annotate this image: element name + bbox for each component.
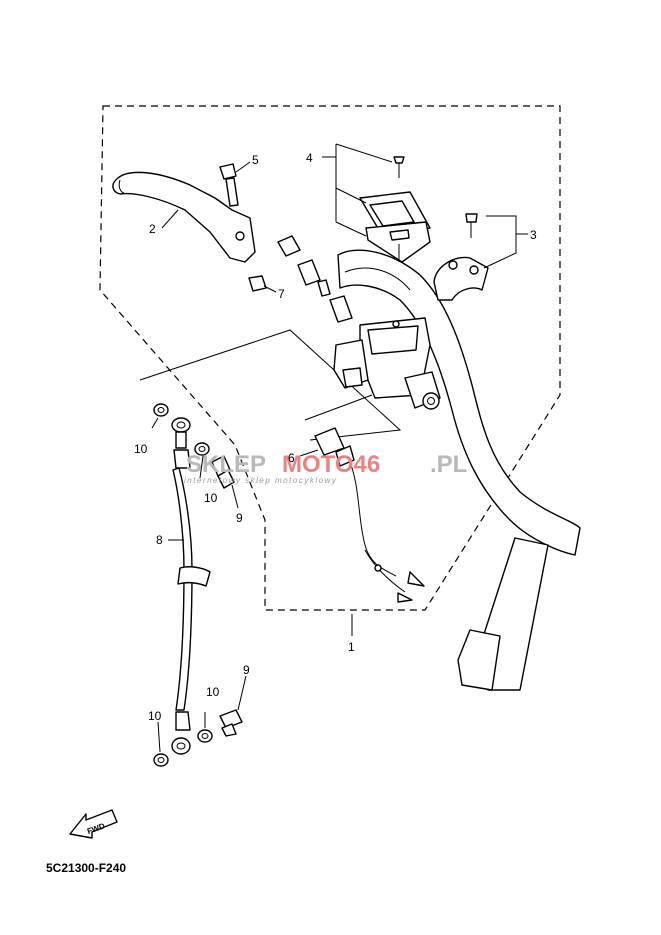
callout-2: 2 [149,222,156,236]
lever-nut [248,275,277,293]
master-cylinder [333,317,441,410]
callout-5: 5 [252,153,259,167]
callout-10-lower-left: 10 [148,709,162,723]
brake-light-switch [299,394,425,603]
callout-9-upper: 9 [236,511,243,525]
callout-1: 1 [348,640,355,654]
brake-hose [168,417,211,755]
callout-8: 8 [156,533,163,547]
callout-6: 6 [288,451,295,465]
callout-10-upper-left: 10 [134,442,148,456]
watermark-text-sklep: SKLEP [186,451,266,478]
pivot-bolt [219,161,251,207]
callout-7: 7 [278,287,285,301]
drawing-code: 5C21300-F240 [46,861,126,875]
callout-4: 4 [306,151,313,165]
reservoir-cap [322,143,431,263]
brake-lever [112,171,256,263]
watermark: SKLEP MOTO46 .PL internetowy sklep motoc… [184,451,467,485]
fwd-arrow-icon: FWD [69,809,118,839]
callout-10-lower-right: 10 [206,685,220,699]
piston-kit [277,235,353,323]
assembly-boundary-dashed [99,105,561,611]
watermark-text-pl: .PL [430,451,467,478]
callout-10-upper-right: 10 [204,491,218,505]
union-bolts [211,455,247,737]
watermark-text-moto46: MOTO46 [282,451,380,478]
callout-3: 3 [530,228,537,242]
watermark-subtitle: internetowy sklep motocyklowy [184,476,337,485]
handlebar [337,249,581,691]
copper-washers [151,403,213,767]
handlebar-holder [433,213,528,301]
callout-9-lower: 9 [243,663,250,677]
